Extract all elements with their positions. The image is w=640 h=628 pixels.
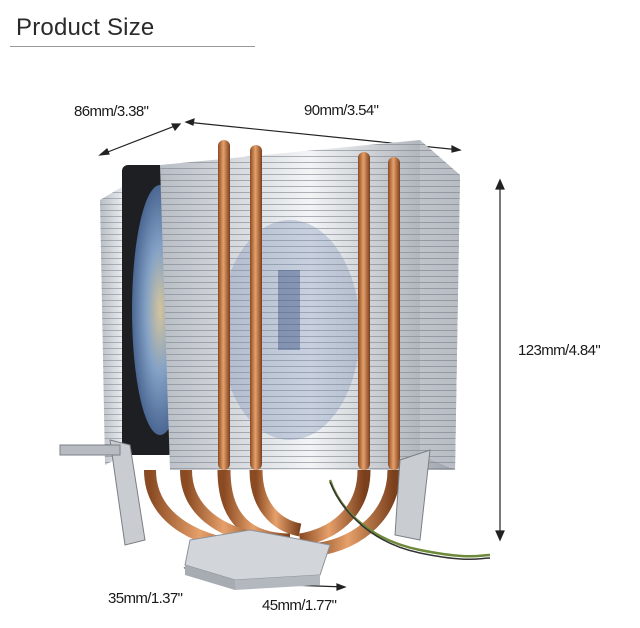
base-plate: [184, 529, 331, 590]
base-width-dimension-label: 45mm/1.77": [262, 597, 337, 614]
title-underline: [10, 46, 255, 47]
depth-dimension-label: 86mm/3.38": [74, 103, 149, 120]
base-depth-dimension-label: 35mm/1.37": [108, 590, 183, 607]
width-dimension-label: 90mm/3.54": [304, 102, 379, 119]
main-fin-stack: [160, 140, 460, 470]
section-title: Product Size: [16, 14, 155, 41]
mounting-brackets: [59, 439, 431, 546]
height-dimension-label: 123mm/4.84": [518, 342, 601, 359]
